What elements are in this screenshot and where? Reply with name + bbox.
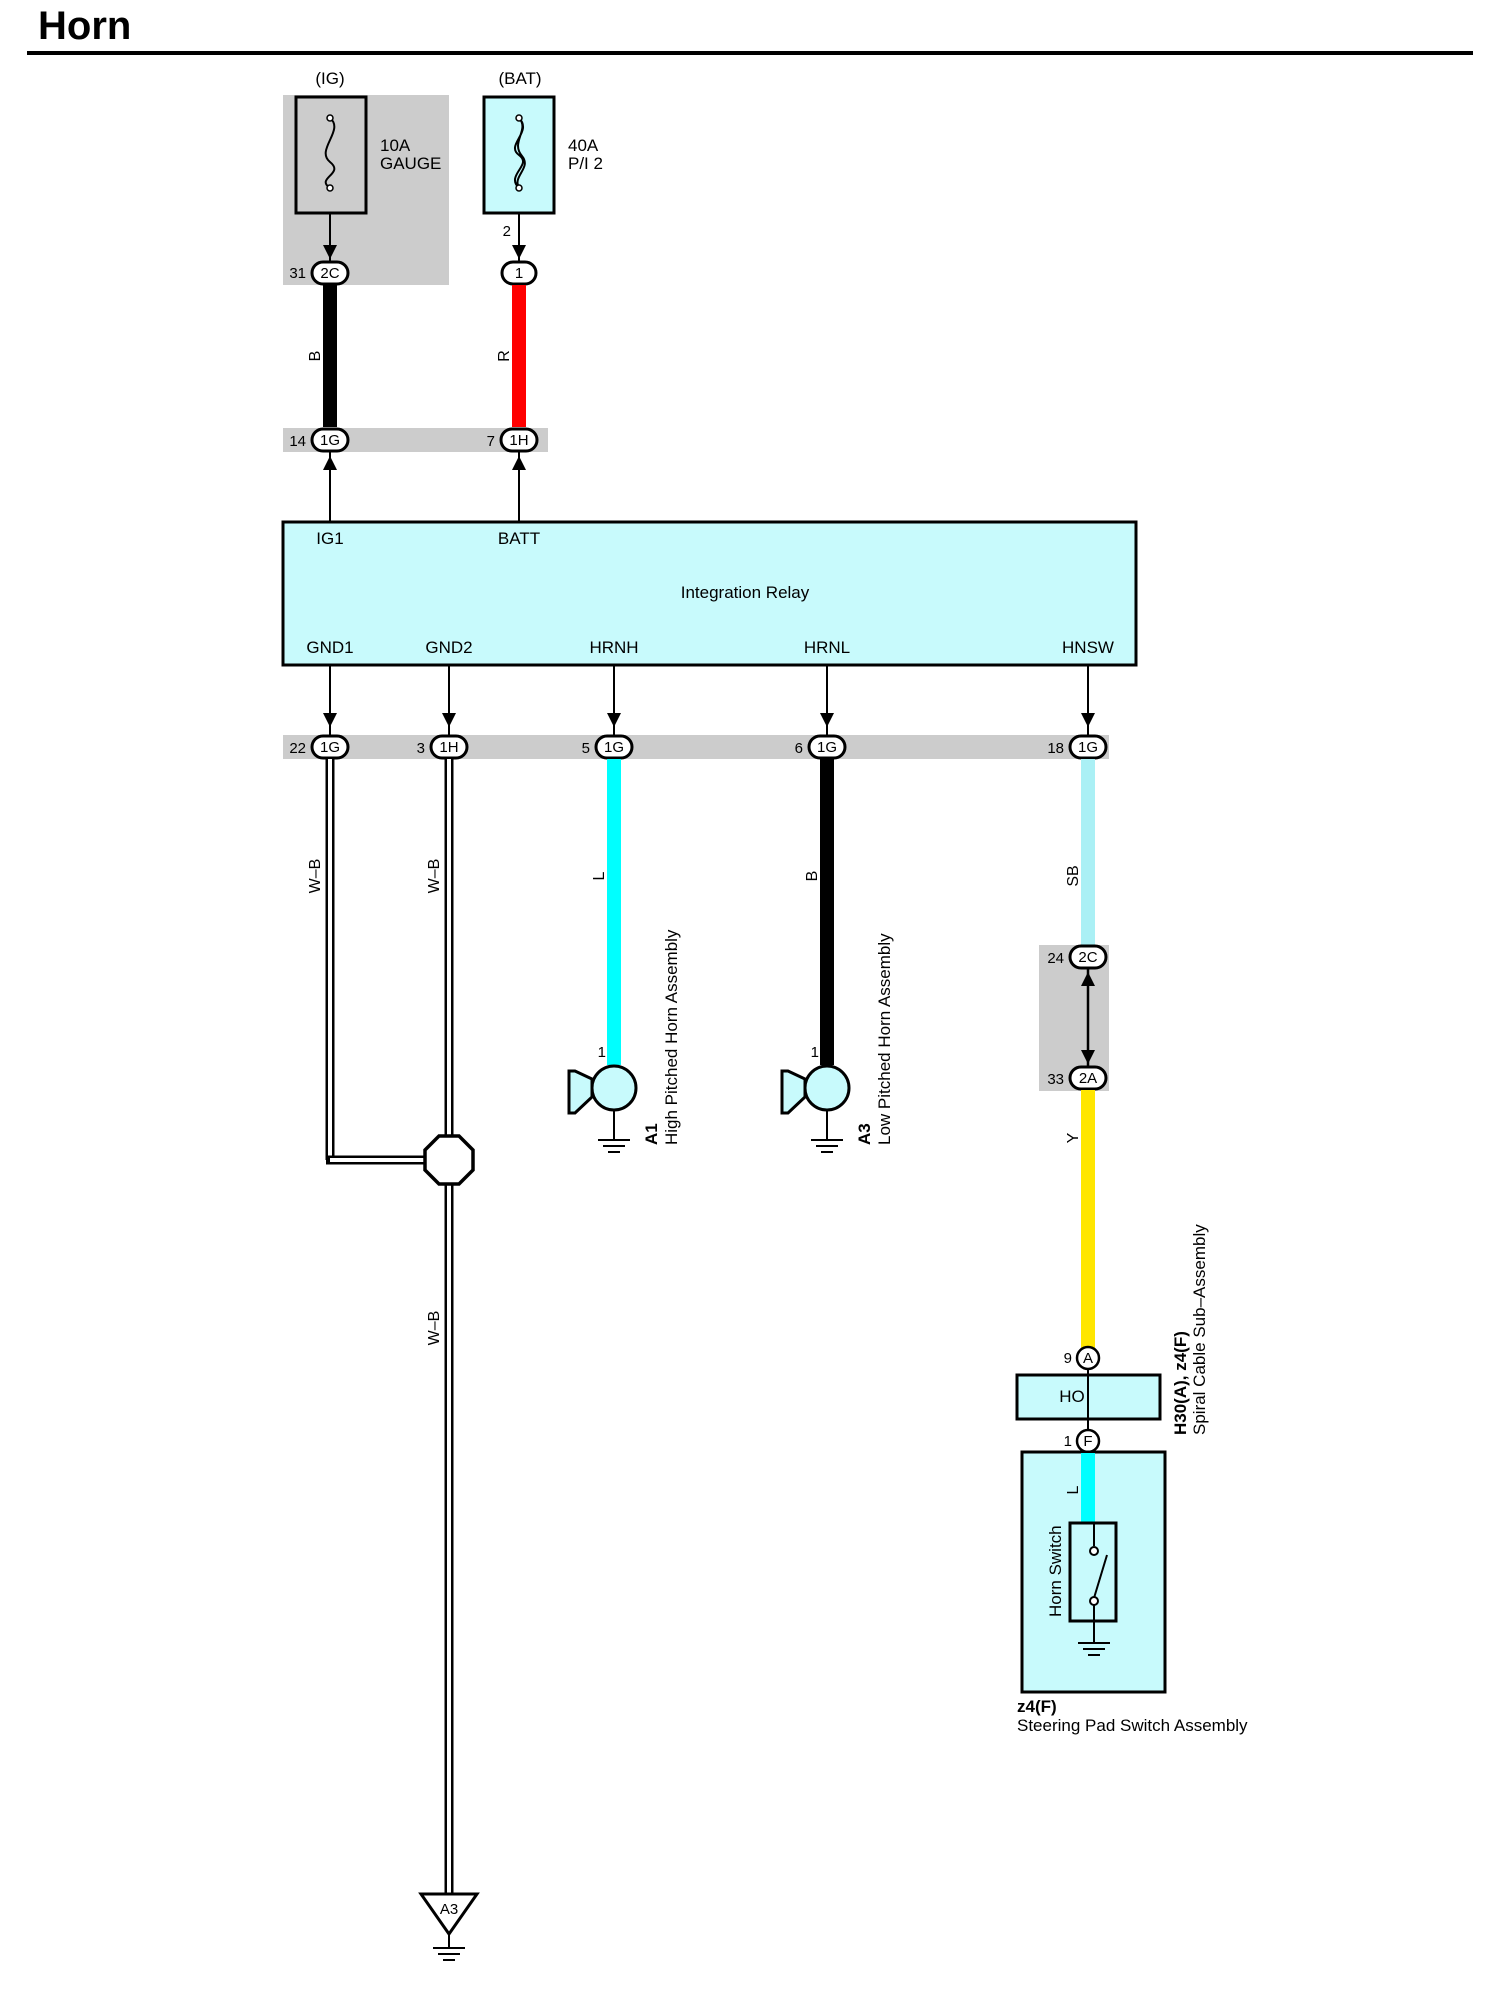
high-horn-name: High Pitched Horn Assembly [662,929,681,1145]
hnsw-connector [1068,734,1108,760]
ig-out-pin: 31 [289,265,306,282]
gnd2-pin: 3 [417,740,425,757]
bat-connector-id: 1 [515,265,523,282]
ground-icon [433,1934,465,1961]
terminal-gnd2: GND2 [425,638,472,657]
terminal-ig1: IG1 [316,529,343,548]
junction-connector-b [1068,1065,1108,1091]
title-rule [27,51,1473,55]
bat-fuse-icon [513,117,526,189]
junction-pin-b: 33 [1047,1071,1064,1088]
gnd1-wire [325,759,428,1165]
junction-connector-b-id: 2A [1079,1070,1097,1087]
page-title: Horn [38,4,132,48]
bat-wire-color: R [496,350,513,362]
relay-name: Integration Relay [681,583,810,602]
ground-trunk-color: W–B [426,1311,443,1346]
gnd1-connector-id: 1G [320,739,340,756]
gnd2-connector [429,734,469,760]
ig-connector-id: 2C [320,265,339,282]
gnd2-connector-id: 1H [439,739,458,756]
spiral-terminal: HO [1059,1387,1085,1406]
low-horn-pin: 1 [811,1044,819,1061]
hrnh-connector [594,734,634,760]
ig-source-label: (IG) [315,69,344,88]
ig-fuse-rating: 10A [380,136,411,155]
bat-source-label: (BAT) [498,69,541,88]
hrnh-pin: 5 [582,740,590,757]
junction-connector-a [1068,944,1108,970]
hnsw-pin: 18 [1047,740,1064,757]
ground-point-label: A3 [440,1901,458,1918]
hrnh-wire-color: L [591,871,608,880]
hrnl-connector [807,734,847,760]
hrnl-connector-id: 1G [817,739,837,756]
horn-switch-icon [1068,1521,1118,1656]
splice-junction [423,1134,475,1186]
spiral-cable-name: Spiral Cable Sub–Assembly [1190,1224,1209,1435]
steering-pad-name: Steering Pad Switch Assembly [1017,1716,1248,1735]
relay-output-band [283,735,1109,759]
spiral-cable-code: H30(A), z4(F) [1171,1331,1190,1435]
batt-connector [499,427,539,453]
bat-out-pin: 2 [503,223,511,240]
gnd2-wire-color: W–B [426,859,443,894]
junction-pin-a: 24 [1047,950,1064,967]
spiral-connector-in-id: A [1083,1350,1093,1367]
high-horn-icon [567,1064,638,1153]
spiral-pin-out: 1 [1064,1433,1072,1450]
low-horn-name: Low Pitched Horn Assembly [875,933,894,1145]
ground-point [418,1892,480,1937]
ig-fuse-icon [324,117,336,189]
spiral-pin-in: 9 [1064,1350,1072,1367]
ig-wire-color: B [307,351,324,362]
switch-wire-color: L [1065,1485,1082,1494]
spiral-connector-out-id: F [1083,1433,1092,1450]
hnsw-wire-color: SB [1065,865,1082,886]
terminal-hrnl: HRNL [804,638,850,657]
terminal-gnd1: GND1 [306,638,353,657]
high-horn-code: A1 [642,1123,661,1145]
horn-switch-label: Horn Switch [1046,1525,1065,1617]
low-horn-icon [780,1064,851,1153]
bat-fuse-rating: 40A [568,136,599,155]
low-horn-code: A3 [855,1123,874,1145]
bat-fuse-name: P/I 2 [568,154,603,173]
high-horn-pin: 1 [598,1044,606,1061]
gnd1-wire-color: W–B [307,859,324,894]
batt-connector-id: 1H [509,432,528,449]
ig1-connector-id: 1G [320,432,340,449]
terminal-hrnh: HRNH [589,638,638,657]
junction-connector-a-id: 2C [1078,949,1097,966]
hnsw-connector-id: 1G [1078,739,1098,756]
bat-connector [500,260,538,286]
steering-pad-code: z4(F) [1017,1697,1057,1716]
terminal-batt: BATT [498,529,540,548]
ig-fuse-name: GAUGE [380,154,441,173]
gnd1-pin: 22 [289,740,306,757]
batt-pin: 7 [487,433,495,450]
ig-fuse-box [294,95,368,215]
hrnl-pin: 6 [795,740,803,757]
hnsw-wire-2-color: Y [1065,1132,1082,1143]
ig1-pin: 14 [289,433,306,450]
terminal-hnsw: HNSW [1062,638,1114,657]
hrnl-wire-color: B [804,871,821,882]
hrnh-connector-id: 1G [604,739,624,756]
integration-relay [281,520,1138,667]
gnd1-connector [310,734,350,760]
ig1-connector [310,427,350,453]
ig-connector [310,260,350,286]
